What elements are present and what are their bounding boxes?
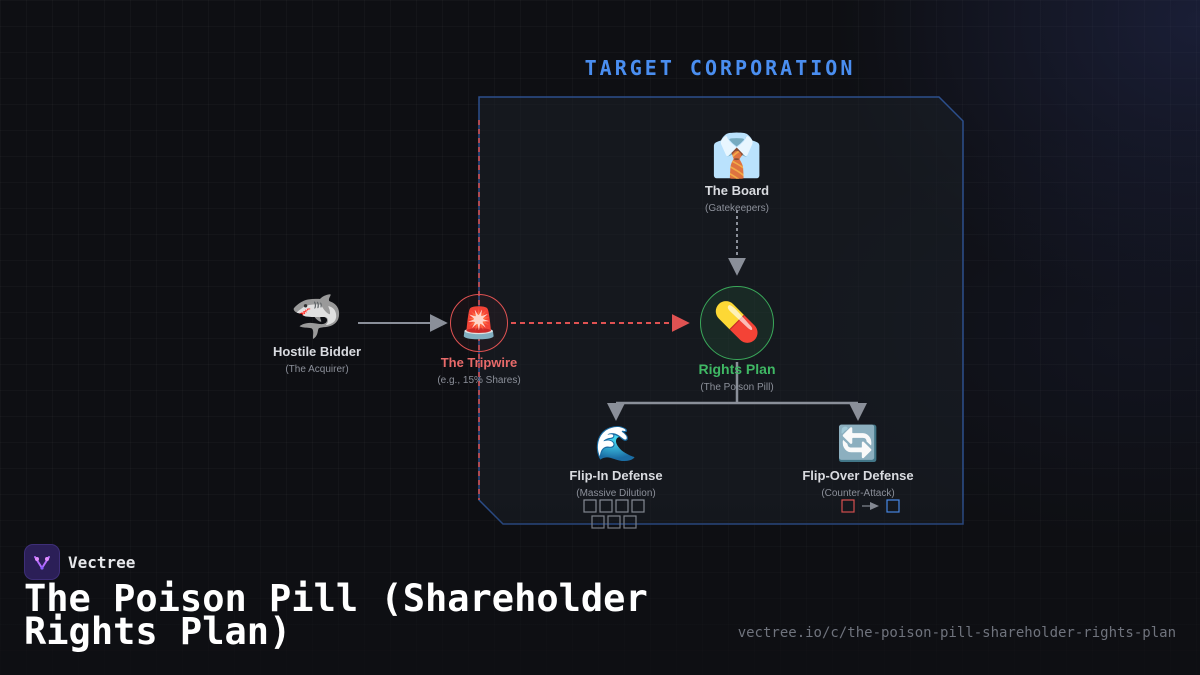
node-board-sub: (Gatekeepers)	[705, 203, 769, 214]
vectree-logo-icon	[24, 544, 60, 580]
node-tripwire: The Tripwire (e.g., 15% Shares)	[379, 355, 579, 386]
arrow-to-flipin	[607, 403, 625, 421]
page-url[interactable]: vectree.io/c/the-poison-pill-shareholder…	[737, 625, 1176, 641]
arrow-to-flipover	[849, 403, 867, 421]
rights-plan-circle[interactable]: 💊	[700, 286, 774, 360]
brand-name: Vectree	[68, 552, 136, 572]
node-tripwire-sub: (e.g., 15% Shares)	[437, 375, 521, 386]
node-flip-in-label: Flip-In Defense	[569, 468, 663, 483]
node-flip-over[interactable]: 🔄 Flip-Over Defense (Counter-Attack)	[758, 424, 958, 499]
tripwire-circle[interactable]: 🚨	[450, 294, 508, 352]
node-board[interactable]: 👔 The Board (Gatekeepers)	[637, 131, 837, 215]
node-flip-in-sub: (Massive Dilution)	[576, 488, 656, 499]
node-flip-in[interactable]: 🌊 Flip-In Defense (Massive Dilution)	[516, 424, 716, 499]
node-flip-over-label: Flip-Over Defense	[802, 468, 914, 483]
node-tripwire-label: The Tripwire	[440, 355, 518, 370]
siren-icon: 🚨	[460, 306, 498, 340]
shark-icon: 🦈	[290, 292, 344, 341]
brand[interactable]: Vectree	[24, 544, 135, 580]
node-rights-plan: Rights Plan (The Poison Pill)	[637, 361, 837, 393]
node-rights-sub: (The Poison Pill)	[700, 382, 774, 393]
node-hostile-label: Hostile Bidder	[272, 344, 362, 359]
bottom-vignette	[0, 495, 1200, 675]
necktie-shirt-icon: 👔	[710, 131, 764, 180]
node-hostile-sub: (The Acquirer)	[285, 364, 349, 375]
node-flip-over-sub: (Counter-Attack)	[821, 488, 895, 499]
page-title: The Poison Pill (Shareholder Rights Plan…	[24, 577, 648, 653]
node-board-label: The Board	[704, 183, 770, 198]
pill-icon: 💊	[713, 302, 761, 344]
cycle-arrows-icon: 🔄	[836, 424, 880, 464]
node-hostile-bidder[interactable]: 🦈 Hostile Bidder (The Acquirer)	[217, 292, 417, 376]
wave-icon: 🌊	[594, 424, 638, 464]
corporation-label: TARGET CORPORATION	[584, 56, 856, 80]
node-rights-label: Rights Plan	[698, 361, 776, 377]
